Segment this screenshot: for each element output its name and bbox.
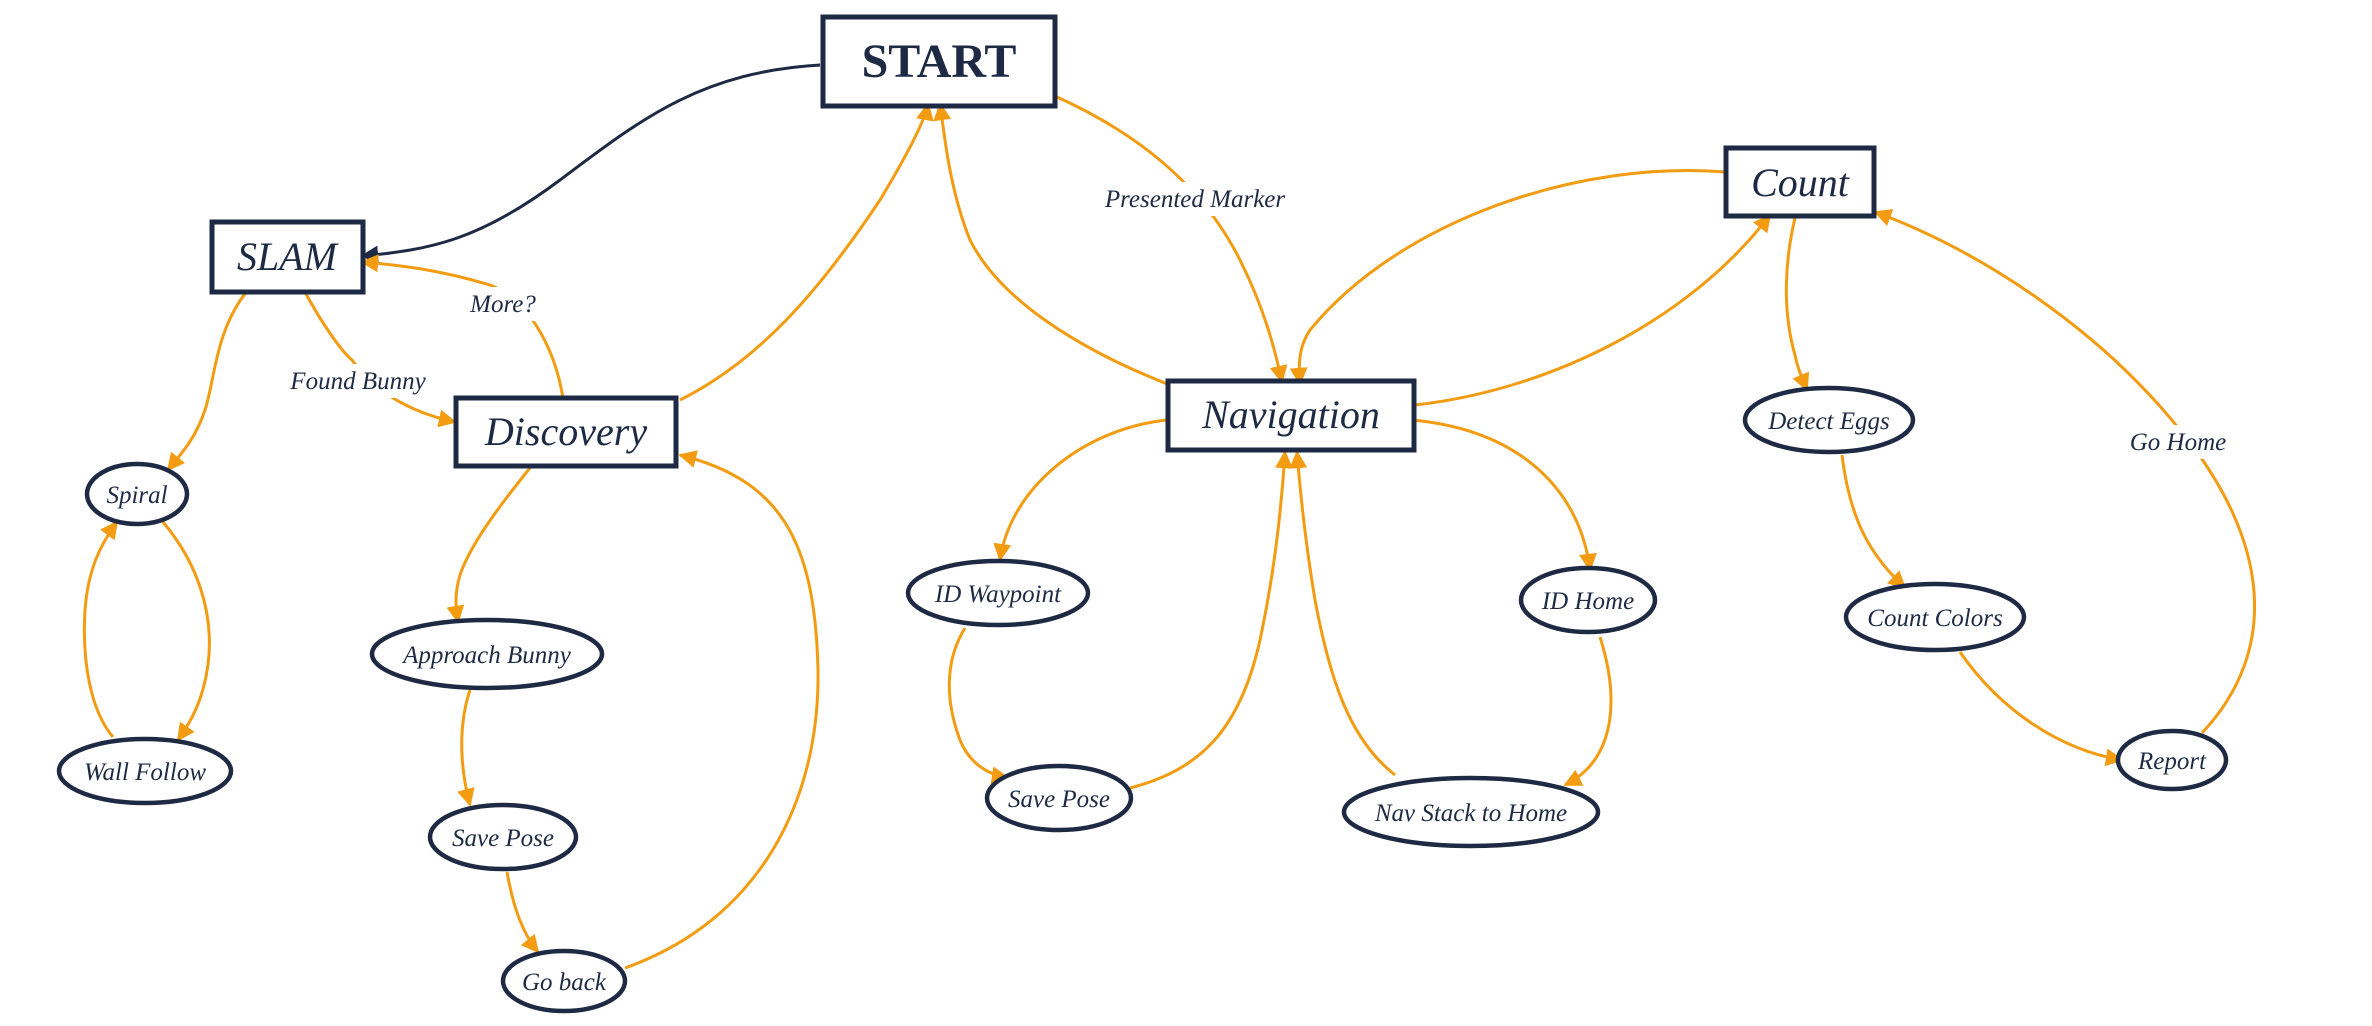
- count-label: Count: [1751, 160, 1850, 205]
- node-report: Report: [2115, 728, 2229, 792]
- node-approach-bunny: Approach Bunny: [369, 617, 605, 691]
- edge-go-back-to-discovery: [624, 450, 820, 970]
- count-colors-label: Count Colors: [1867, 605, 2002, 632]
- presented-marker-label-bg: [1095, 182, 1295, 216]
- node-detect-eggs: Detect Eggs: [1742, 385, 1916, 455]
- edge-start-to-navigation: [1056, 95, 1288, 384]
- edge-navigation-to-count: [1414, 213, 1772, 407]
- found-bunny-label-bg: [282, 364, 436, 398]
- spiral-ellipse: [84, 461, 190, 527]
- edge-count-to-detect-eggs: [1784, 217, 1810, 392]
- node-wall-follow: Wall Follow: [56, 736, 234, 806]
- wall-follow-ellipse: [56, 736, 234, 806]
- more-label: More?: [469, 291, 536, 318]
- save-pose-discovery-ellipse: [427, 802, 579, 872]
- id-waypoint-label: ID Waypoint: [934, 581, 1062, 608]
- node-navigation: Navigation: [1165, 378, 1417, 453]
- edge-navigation-to-id-home: [1411, 418, 1597, 572]
- go-back-ellipse: [500, 948, 628, 1014]
- id-waypoint-ellipse: [905, 558, 1091, 628]
- node-save-pose-navigation: Save Pose: [984, 763, 1134, 833]
- edge-save-pose-to-navigation: [1129, 450, 1293, 790]
- edge-detect-eggs-to-count-colors: [1840, 454, 1907, 590]
- save-pose-navigation-ellipse: [984, 763, 1134, 833]
- navigation-label: Navigation: [1201, 392, 1380, 437]
- report-label: Report: [2137, 748, 2207, 775]
- slam-box: [209, 219, 366, 295]
- node-id-waypoint: ID Waypoint: [905, 558, 1091, 628]
- edge-report-to-count: [1873, 209, 2257, 735]
- save-pose-discovery-label: Save Pose: [452, 825, 554, 852]
- count-box: [1723, 145, 1877, 219]
- node-slam: SLAM: [209, 219, 366, 295]
- edge-save-pose-to-go-back: [505, 871, 540, 954]
- node-go-back: Go back: [500, 948, 628, 1014]
- go-home-label-bg: [2122, 425, 2234, 459]
- edge-discovery-to-approach-bunny: [446, 467, 532, 624]
- start-label: START: [862, 35, 1017, 88]
- edge-id-home-to-nav-stack: [1563, 636, 1613, 787]
- found-bunny-label: Found Bunny: [289, 368, 426, 395]
- node-start: START: [820, 14, 1058, 109]
- edge-start-to-slam: [360, 63, 821, 264]
- presented-marker-label: Presented Marker: [1104, 186, 1286, 213]
- slam-label: SLAM: [237, 234, 340, 279]
- discovery-label: Discovery: [484, 409, 647, 454]
- edge-discovery-to-start: [679, 102, 934, 402]
- id-home-label: ID Home: [1541, 588, 1634, 615]
- edge-approach-to-save-pose: [457, 689, 475, 807]
- approach-bunny-label: Approach Bunny: [401, 642, 572, 669]
- count-colors-ellipse: [1843, 581, 2027, 653]
- node-discovery: Discovery: [453, 395, 679, 469]
- start-box: [820, 14, 1058, 109]
- report-ellipse: [2115, 728, 2229, 792]
- approach-bunny-ellipse: [369, 617, 605, 691]
- navigation-box: [1165, 378, 1417, 453]
- nav-stack-to-home-label: Nav Stack to Home: [1374, 800, 1567, 827]
- edge-wall-follow-to-spiral: [82, 520, 119, 738]
- detect-eggs-label: Detect Eggs: [1767, 408, 1889, 435]
- edge-count-colors-to-report: [1958, 651, 2124, 767]
- node-spiral: Spiral: [84, 461, 190, 527]
- nav-stack-to-home-ellipse: [1341, 775, 1601, 849]
- edge-labels: Presented Marker More? Found Bunny Go Ho…: [282, 182, 2234, 459]
- node-count-colors: Count Colors: [1843, 581, 2027, 653]
- edge-slam-to-discovery: [303, 291, 457, 428]
- more-label-bg: [462, 287, 544, 321]
- edge-id-waypoint-to-save-pose: [947, 627, 1010, 785]
- save-pose-navigation-label: Save Pose: [1008, 786, 1110, 813]
- edge-count-to-navigation: [1289, 168, 1726, 386]
- detect-eggs-ellipse: [1742, 385, 1916, 455]
- edge-nav-stack-to-navigation: [1289, 450, 1396, 777]
- edge-discovery-to-slam: [360, 254, 565, 399]
- id-home-ellipse: [1518, 565, 1658, 635]
- edge-navigation-to-id-waypoint: [993, 418, 1167, 562]
- node-nav-stack-to-home: Nav Stack to Home: [1341, 775, 1601, 849]
- edge-navigation-to-start: [933, 102, 1171, 387]
- edge-spiral-to-wall-follow: [161, 521, 211, 742]
- go-home-label: Go Home: [2130, 429, 2227, 456]
- spiral-label: Spiral: [106, 482, 167, 509]
- node-count: Count: [1723, 145, 1877, 219]
- wall-follow-label: Wall Follow: [84, 759, 206, 786]
- node-id-home: ID Home: [1518, 565, 1658, 635]
- node-save-pose-discovery: Save Pose: [427, 802, 579, 872]
- discovery-box: [453, 395, 679, 469]
- edge-slam-to-spiral: [166, 289, 250, 472]
- go-back-label: Go back: [522, 969, 607, 996]
